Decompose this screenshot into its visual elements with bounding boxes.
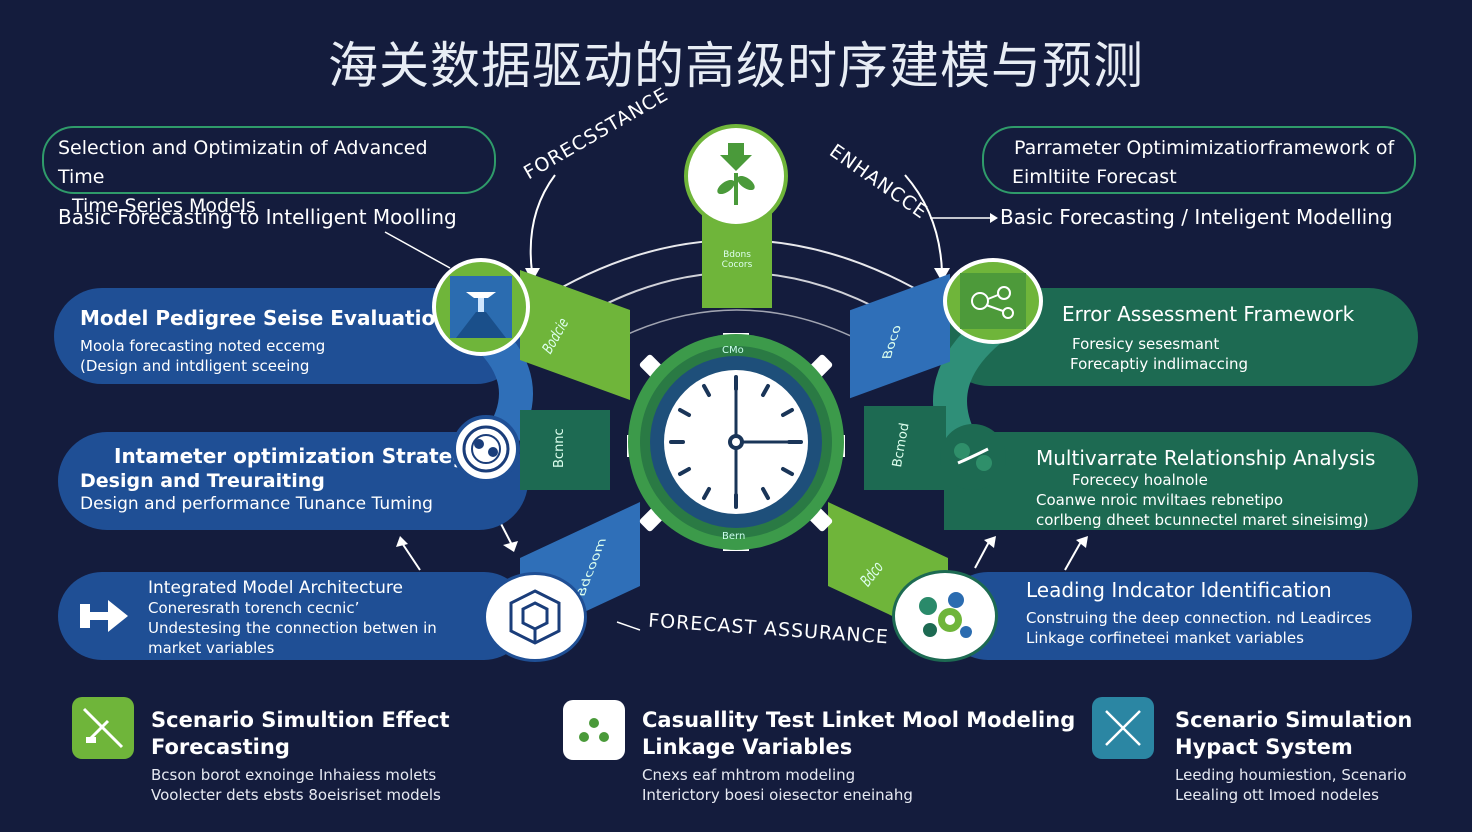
right-item-2-line1: Forececy hoalnole: [1072, 471, 1208, 489]
banner-upper-left-text: Bodcie: [540, 314, 573, 359]
cross-icon: [1105, 710, 1141, 746]
bottom-item-2-title1: Casuallity Test Linket Mool Modeling: [642, 708, 1076, 732]
bottom-item-1-icon: [72, 697, 134, 759]
top-left-line1: Selection and Optimizatin of Advanced Ti…: [58, 137, 428, 188]
bottom-item-1-title2: Forecasting: [151, 735, 290, 759]
molecule-icon: [940, 424, 1006, 490]
scale-icon: [82, 707, 124, 749]
left-item-2-title: Intameter optimization Strategy: [114, 444, 480, 468]
banner-mid-right: Bcmod: [864, 406, 946, 490]
right-item-1-line2: Forecaptiy indlimaccing: [1070, 355, 1249, 373]
left-item-2-line2: Design and performance Tunance Tuming: [80, 494, 433, 514]
clock-top-label: CMo: [722, 345, 744, 356]
bottom-item-1-title1: Scenario Simultion Effect: [151, 708, 450, 732]
left-item-2-line1: Design and Treuraiting: [80, 470, 325, 492]
right-item-3-title: Leading Indcator Identification: [1026, 578, 1332, 602]
arrow-right-icon: [80, 598, 130, 638]
left-item-1-title: Model Pedigree Seise Evaluation: [80, 306, 450, 330]
right-item-2-line2: Coanwe nroic mviltaes rebnetipo: [1036, 491, 1284, 509]
left-item-3: Integrated Model Architecture Coneresrat…: [58, 572, 528, 660]
central-clock: CMo Bern: [621, 327, 853, 557]
right-item-1-title: Error Assessment Framework: [1062, 302, 1355, 326]
left-item-3-line2: Undestesing the connection betwen in: [148, 619, 437, 637]
bottom-item-3-icon: [1092, 697, 1154, 759]
right-item-1-line1: Foresicy sesesmant: [1072, 335, 1220, 353]
right-item-3-line2: Linkage corfineteei manket variables: [1026, 629, 1304, 647]
network-icon: [943, 258, 1043, 344]
top-left-line2: Time Series Models: [72, 195, 256, 217]
sprout-icon: [684, 124, 788, 228]
banner-lower-left-text: Bdcoom: [574, 538, 610, 597]
top-right-box: Parrameter Optimimizatiorframework of Ei…: [982, 126, 1416, 194]
top-right-line2: Eimltiite Forecast: [1012, 166, 1177, 188]
right-item-2-title: Multivarrate Relationship Analysis: [1036, 446, 1376, 470]
left-item-3-line3: market variables: [148, 639, 275, 657]
cube-icon: [483, 572, 587, 662]
left-item-2: Intameter optimization Strategy Design a…: [58, 432, 528, 530]
top-left-box: Selection and Optimizatin of Advanced Ti…: [42, 126, 496, 217]
bottom-item-2-icon: [563, 700, 625, 760]
right-item-2: Multivarrate Relationship Analysis Forec…: [944, 432, 1418, 530]
bottom-item-2-desc2: Interictory boesi oiesector eneinahg: [642, 786, 913, 804]
cells-icon: [892, 570, 998, 662]
left-item-1-line1: Moola forecasting noted eccemg: [80, 337, 326, 355]
bottom-item-1-desc2: Voolecter dets ebsts 8oeisriset models: [151, 786, 441, 804]
left-item-3-line1: Coneresrath torench cecnicʼ: [148, 599, 360, 617]
bottom-item-3-desc2: Leealing ott Imoed nodeles: [1175, 786, 1379, 804]
page-title: 海关数据驱动的高级时序建模与预测: [328, 37, 1144, 95]
banner-mid-left: Bcnnc: [520, 410, 610, 490]
bottom-item-2-title2: Linkage Variables: [642, 735, 853, 759]
banner-upper-right-text: Boco: [880, 325, 906, 360]
globe-icon: [452, 415, 520, 483]
bottom-item-1: Scenario Simultion Effect Forecasting Bc…: [151, 707, 450, 805]
bottom-item-2: Casuallity Test Linket Mool Modeling Lin…: [642, 707, 1075, 805]
bottom-item-3-title1: Scenario Simulation: [1175, 708, 1413, 732]
bottom-item-3-desc1: Leeding houmiestion, Scenario: [1175, 766, 1407, 784]
banner-mid-left-text: Bcnnc: [552, 428, 567, 468]
tower-icon: [432, 258, 530, 356]
right-item-3: Leading Indcator Identification Construi…: [944, 572, 1412, 660]
clock-icon: [621, 327, 853, 557]
top-banner-text2: Cocors: [721, 260, 753, 270]
top-right-line1: Parrameter Optimimizatiorframework of: [1014, 137, 1395, 159]
banner-lower-right-text: Bdco: [858, 557, 888, 592]
clock-bottom-label: Bern: [722, 531, 746, 542]
left-item-3-title: Integrated Model Architecture: [148, 578, 403, 598]
bottom-item-2-desc1: Cnexs eaf mhtrom modeling: [642, 766, 856, 784]
right-item-3-line1: Construing the deep connection. nd Leadi…: [1026, 609, 1372, 627]
left-item-1-line2: (Design and intdligent sceeing: [80, 357, 310, 375]
top-left-subtext: Basic Forecasting to Intelligent Moollin…: [58, 205, 457, 229]
bottom-item-3-title2: Hypact System: [1175, 735, 1353, 759]
right-item-2-line3: corlbeng dheet bcunnectel maret sineisim…: [1036, 511, 1369, 529]
bottom-item-1-desc1: Bcson borot exnoinge Inhaiess molets: [151, 766, 437, 784]
dots-icon: [579, 718, 609, 742]
bottom-item-3: Scenario Simulation Hypact System Leedin…: [1175, 707, 1412, 805]
top-right-subtext: Basic Forecasting / Inteligent Modelling: [1000, 205, 1393, 229]
banner-mid-right-text: Bcmod: [890, 421, 913, 469]
top-banner-text1: Bdons: [723, 250, 751, 260]
